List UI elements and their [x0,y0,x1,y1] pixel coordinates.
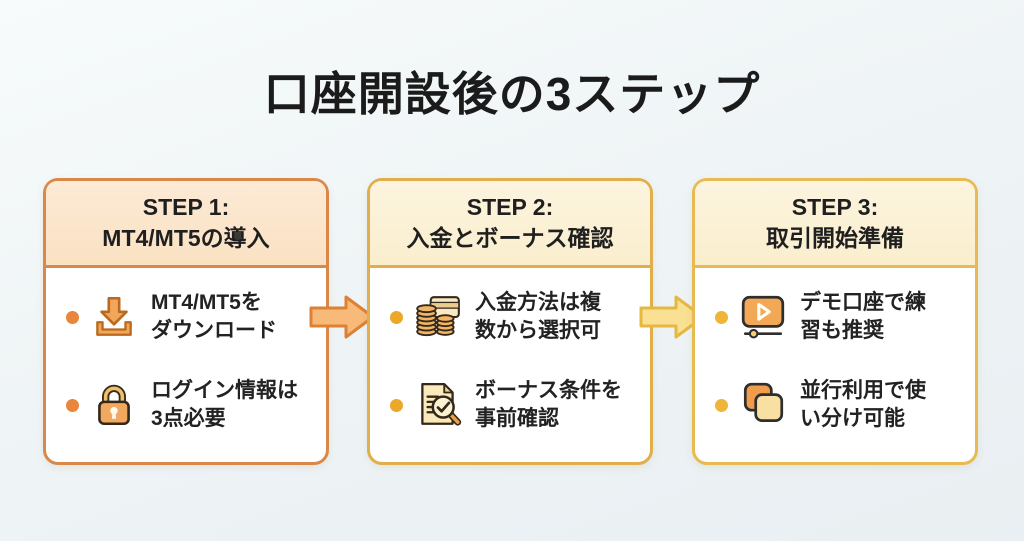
bullet-dot [390,398,403,412]
step-2-body: 入金方法は複 数から選択可 [370,268,650,436]
bullet-dot [66,310,79,324]
step-1-label: STEP 1: [142,193,230,220]
list-item: 入金方法は複 数から選択可 [390,286,640,348]
bullet-dot [66,398,79,412]
item-text-line: 並行利用で使 [800,379,926,403]
step-3-body: デモ口座で練 習も推奨 並行利用で使 い分け可能 [695,268,975,436]
step-1-title: MT4/MT5の導入 [102,225,270,251]
step-1-body: MT4/MT5を ダウンロード ログイン情報は [46,268,326,436]
item-text-line: い分け可能 [800,407,905,430]
step-3-label: STEP 3: [791,193,879,220]
flow-arrow-right-icon [309,295,375,339]
video-player-icon [738,292,788,342]
item-text-line: 数から選択可 [475,319,601,342]
step-3-header: STEP 3: 取引開始準備 [695,181,975,268]
item-text: ボーナス条件を 事前確認 [475,377,622,432]
download-icon [89,292,139,342]
item-text-line: ダウンロード [151,319,277,342]
item-text: ログイン情報は 3点必要 [151,377,298,432]
step-3-title: 取引開始準備 [766,225,904,251]
item-text: 入金方法は複 数から選択可 [475,289,601,344]
item-text-line: 習も推奨 [800,319,884,342]
coins-card-icon [413,292,463,342]
item-text-line: MT4/MT5を [151,291,262,315]
item-text: デモ口座で練 習も推奨 [800,289,926,344]
flow-arrow-right-icon [639,295,705,339]
list-item: MT4/MT5を ダウンロード [66,286,316,348]
item-text-line: ログイン情報は [151,379,298,403]
step-card-2: STEP 2: 入金とボーナス確認 [367,178,653,465]
step-1-header: STEP 1: MT4/MT5の導入 [46,181,326,268]
list-item: ボーナス条件を 事前確認 [390,374,640,436]
item-text-line: 入金方法は複 [475,291,601,315]
item-text-line: 事前確認 [475,407,559,430]
document-search-icon [413,380,463,430]
step-2-label: STEP 2: [466,193,554,220]
item-text-line: ボーナス条件を [475,379,622,403]
page-title: 口座開設後の3ステップ [263,68,761,120]
list-item: 並行利用で使 い分け可能 [715,374,965,436]
item-text: 並行利用で使 い分け可能 [800,377,926,432]
bullet-dot [715,310,728,324]
lock-icon [89,380,139,430]
bullet-dot [390,310,403,324]
item-text: MT4/MT5を ダウンロード [151,289,277,344]
step-2-title: 入金とボーナス確認 [406,225,614,251]
bullet-dot [715,398,728,412]
step-card-1: STEP 1: MT4/MT5の導入 MT4/MT5を ダウンロード [43,178,329,465]
step-2-header: STEP 2: 入金とボーナス確認 [370,181,650,268]
layers-icon [738,380,788,430]
item-text-line: 3点必要 [151,407,226,430]
list-item: デモ口座で練 習も推奨 [715,286,965,348]
item-text-line: デモ口座で練 [800,291,926,315]
step-card-3: STEP 3: 取引開始準備 デモ口座で練 習も推奨 [692,178,978,465]
list-item: ログイン情報は 3点必要 [66,374,316,436]
